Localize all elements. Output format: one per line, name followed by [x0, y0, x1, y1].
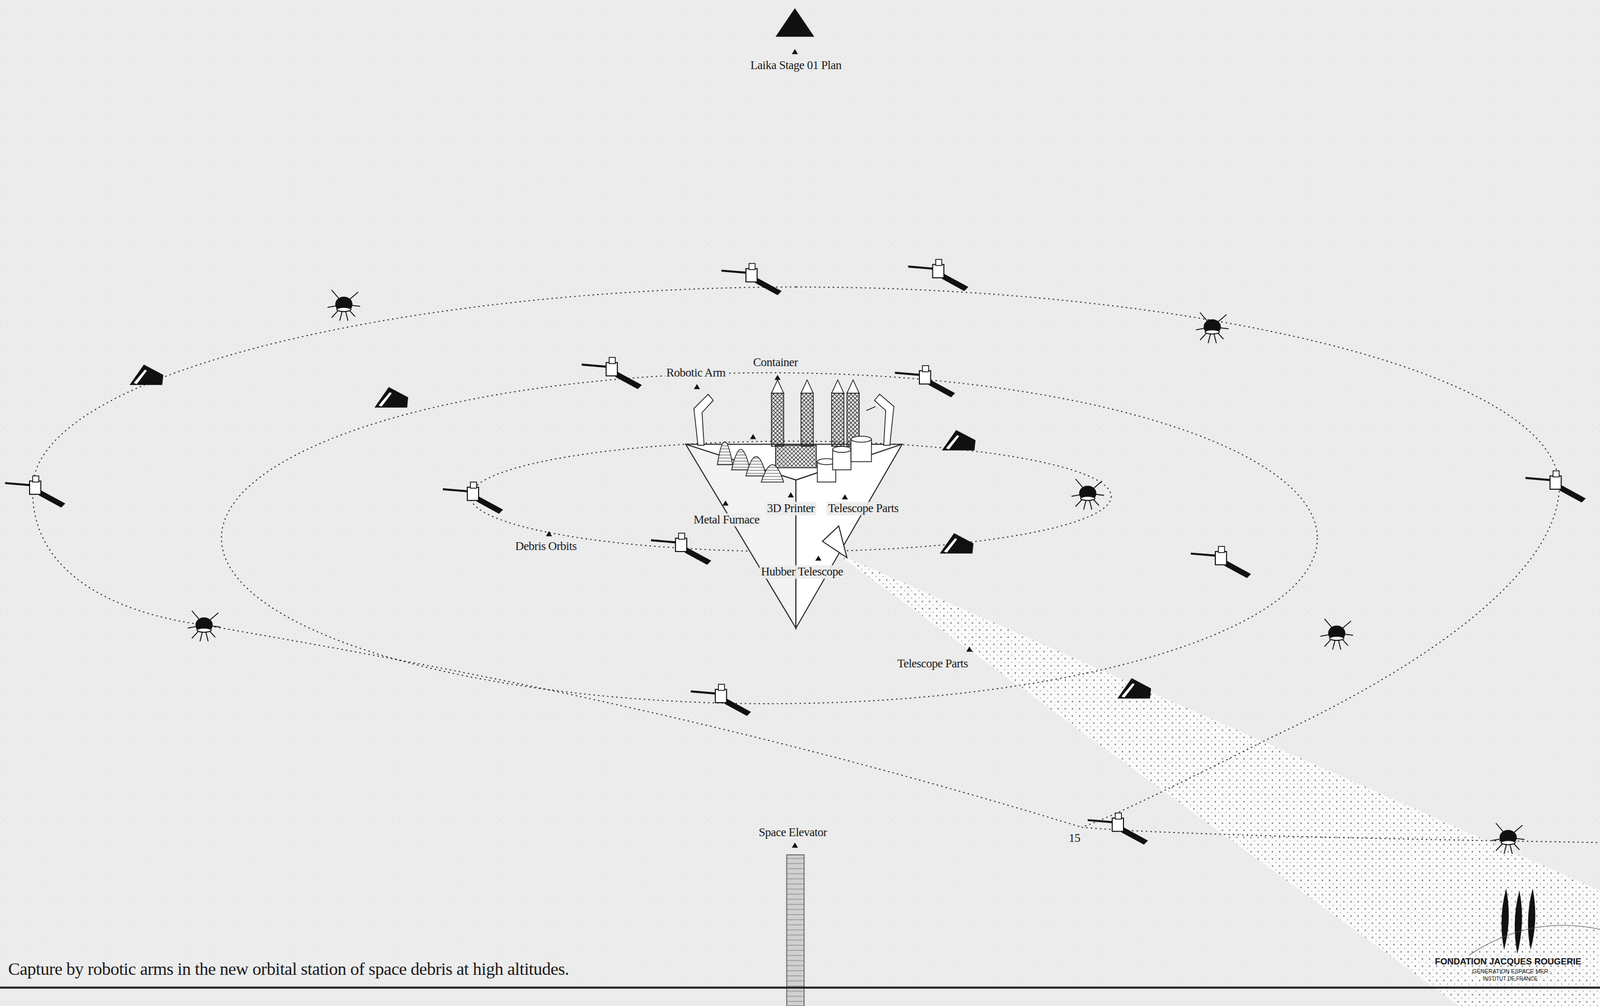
part-label: Metal Furnace	[692, 512, 762, 526]
callout-number: 15	[1067, 831, 1082, 845]
logo-text: INSTITUT DE FRANCE	[1481, 974, 1539, 981]
logo-text: GÉNÉRATION ESPACE MER	[1470, 967, 1550, 974]
caption: Capture by robotic arms in the new orbit…	[8, 959, 569, 979]
part-label: Space Elevator	[756, 825, 829, 839]
plan-title: Laika Stage 01 Plan	[749, 58, 844, 72]
part-label: Container	[751, 355, 800, 369]
logo-text: FONDATION JACQUES ROUGERIE	[1433, 956, 1583, 967]
part-label: Telescope Parts	[896, 657, 970, 671]
part-label: Telescope Parts	[826, 502, 901, 515]
part-label: 3D Printer	[765, 502, 817, 515]
part-label: Debris Orbits	[513, 539, 579, 553]
part-label: Hubber Telescope	[759, 565, 845, 579]
part-label: Robotic Arm	[665, 365, 728, 379]
